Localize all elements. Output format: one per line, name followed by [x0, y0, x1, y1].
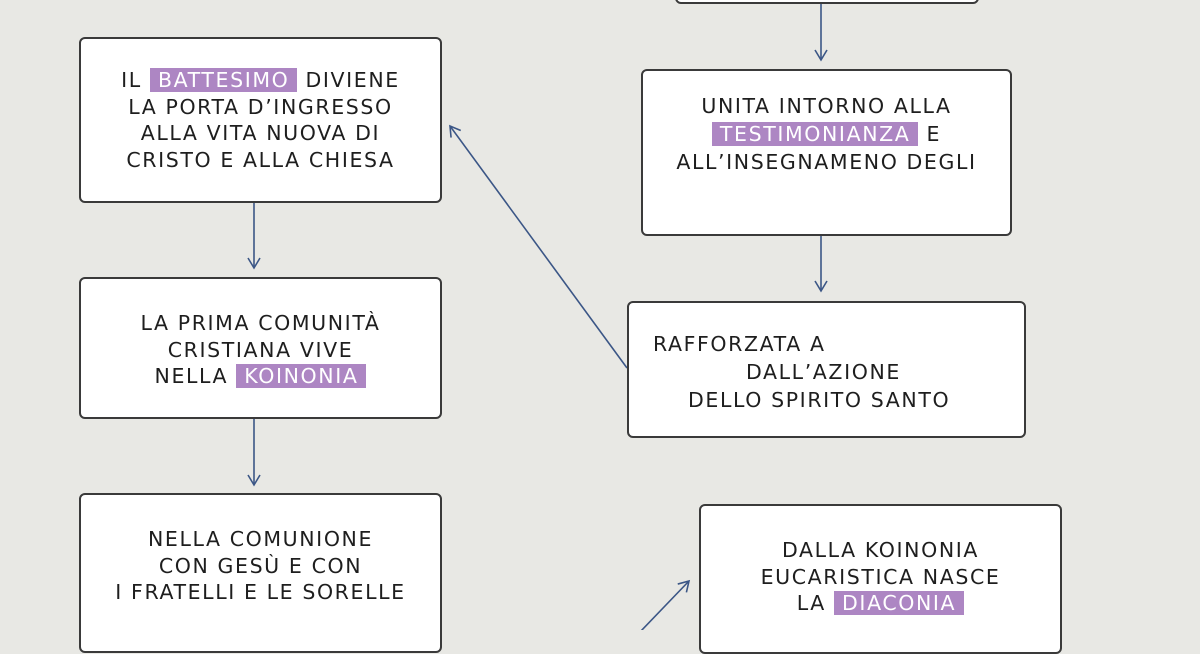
text: EUCARISTICA NASCE: [760, 564, 1001, 589]
text: NELLA COMUNIONE: [147, 527, 374, 551]
text: DALL’AZIONE: [746, 360, 901, 384]
node-testimonianza: UNITA INTORNO ALLA TESTIMONIANZA E ALL’INS…: [641, 69, 1012, 236]
highlight-diaconia: DIACONIA: [834, 591, 965, 615]
arrow-spirito-to-battesimo: [449, 124, 628, 369]
text: I FRATELLI E LE SORELLE: [115, 580, 406, 604]
text: CRISTIANA VIVE: [167, 337, 354, 362]
connector-arrows: [247, 3, 828, 630]
arrow-to-diaconia: [640, 579, 691, 630]
text: DALLA KOINONIA: [781, 538, 980, 562]
highlight-battesimo: BATTESIMO: [149, 68, 298, 92]
highlight-koinonia: KOINONIA: [236, 364, 367, 388]
text: CON GESÙ E CON: [158, 553, 363, 578]
text: ALLA VITA NUOVA DI: [140, 121, 381, 145]
text: LA PORTA D’INGRESSO: [128, 94, 393, 119]
node-top-partial: [675, 0, 979, 4]
text: ALL’INSEGNAMENO DEGLI: [676, 150, 977, 174]
text: RAFFORZATA A: [653, 332, 826, 356]
node-spirito: RAFFORZATA A DALL’AZIONE DELLO SPIRITO SAN…: [627, 301, 1026, 438]
text: NELLA: [154, 364, 237, 388]
text: LA PRIMA COMUNITÀ: [140, 311, 381, 335]
text: CRISTO E ALLA CHIESA: [126, 147, 395, 172]
text: LA: [796, 591, 835, 615]
highlight-testimonianza: TESTIMONIANZA: [711, 122, 919, 146]
text: UNITA INTORNO ALLA: [701, 94, 952, 118]
text: DIVIENE: [297, 68, 400, 92]
text: DELLO SPIRITO SANTO: [688, 388, 951, 412]
text: E: [918, 122, 942, 146]
text: IL: [121, 68, 150, 92]
